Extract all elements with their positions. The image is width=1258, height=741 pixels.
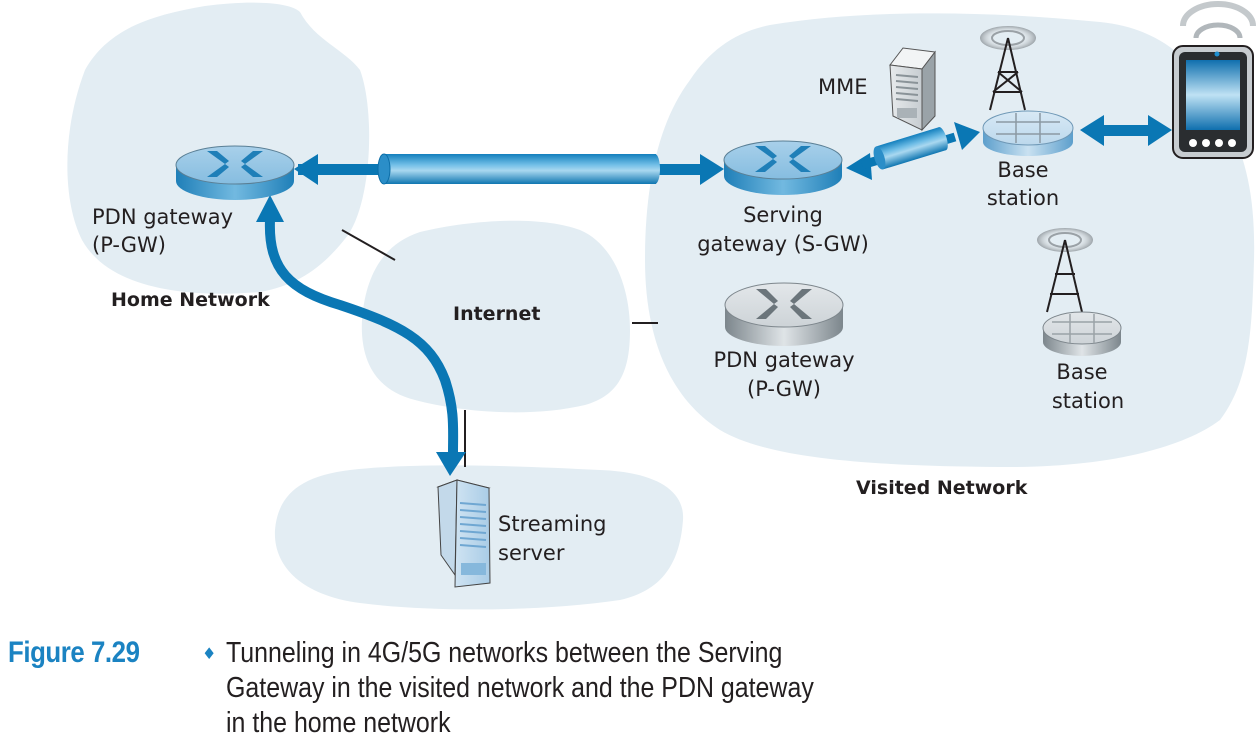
home-pgw-label-1: PDN gateway <box>92 205 233 229</box>
streaming-label-2: server <box>498 541 565 565</box>
internet-cloud <box>361 220 630 413</box>
home-pgw-label-2: (P-GW) <box>92 233 166 257</box>
streaming-server-icon[interactable] <box>436 479 491 588</box>
caption-line: Tunneling in 4G/5G networks between the … <box>226 637 783 669</box>
home-network-label: Home Network <box>111 289 270 311</box>
caption-line: in the home network <box>226 707 451 739</box>
mme-server-icon[interactable] <box>889 47 936 132</box>
visited-pgw-router[interactable] <box>724 282 844 346</box>
base1-label-1: Base <box>997 158 1048 182</box>
diamond-separator-icon: ♦ <box>202 644 217 663</box>
visited-pgw-label-2: (P-GW) <box>747 377 821 401</box>
figure-number: Figure 7.29 <box>8 636 140 669</box>
arrow-base-phone <box>1080 115 1172 146</box>
arrow-head-right <box>700 154 724 185</box>
base-station-1[interactable] <box>980 26 1074 156</box>
router-x-icon <box>207 151 263 177</box>
sgw-router[interactable] <box>723 140 843 195</box>
internet-label: Internet <box>453 303 540 325</box>
base2-label-1: Base <box>1056 360 1107 384</box>
arrow-head-left <box>294 154 318 185</box>
base-station-2[interactable] <box>1037 228 1122 356</box>
visited-pgw-label-1: PDN gateway <box>713 348 854 372</box>
visited-network-label: Visited Network <box>856 477 1028 499</box>
tunnel-pgw-sgw <box>294 153 724 185</box>
mme-label: MME <box>818 75 868 99</box>
base1-label-2: station <box>987 186 1059 210</box>
caption-text: Tunneling in 4G/5G networks between the … <box>226 636 983 741</box>
caption-line: Gateway in the visited network and the P… <box>226 672 814 704</box>
router-x-icon <box>756 289 812 319</box>
router-x-icon <box>755 146 811 172</box>
sgw-label-2: gateway (S-GW) <box>697 232 869 256</box>
base2-label-2: station <box>1052 389 1124 413</box>
smartphone-icon[interactable] <box>1172 1 1256 159</box>
antenna-tower-icon <box>1046 239 1083 313</box>
home-pgw-router[interactable] <box>175 145 295 200</box>
arrow-pgw-streaming <box>256 195 466 476</box>
antenna-tower-icon <box>989 37 1026 111</box>
streaming-label-1: Streaming <box>498 512 606 536</box>
link-home-internet <box>341 229 396 261</box>
tunnel-sgw-base <box>846 122 980 180</box>
sgw-label-1: Serving <box>743 203 823 227</box>
